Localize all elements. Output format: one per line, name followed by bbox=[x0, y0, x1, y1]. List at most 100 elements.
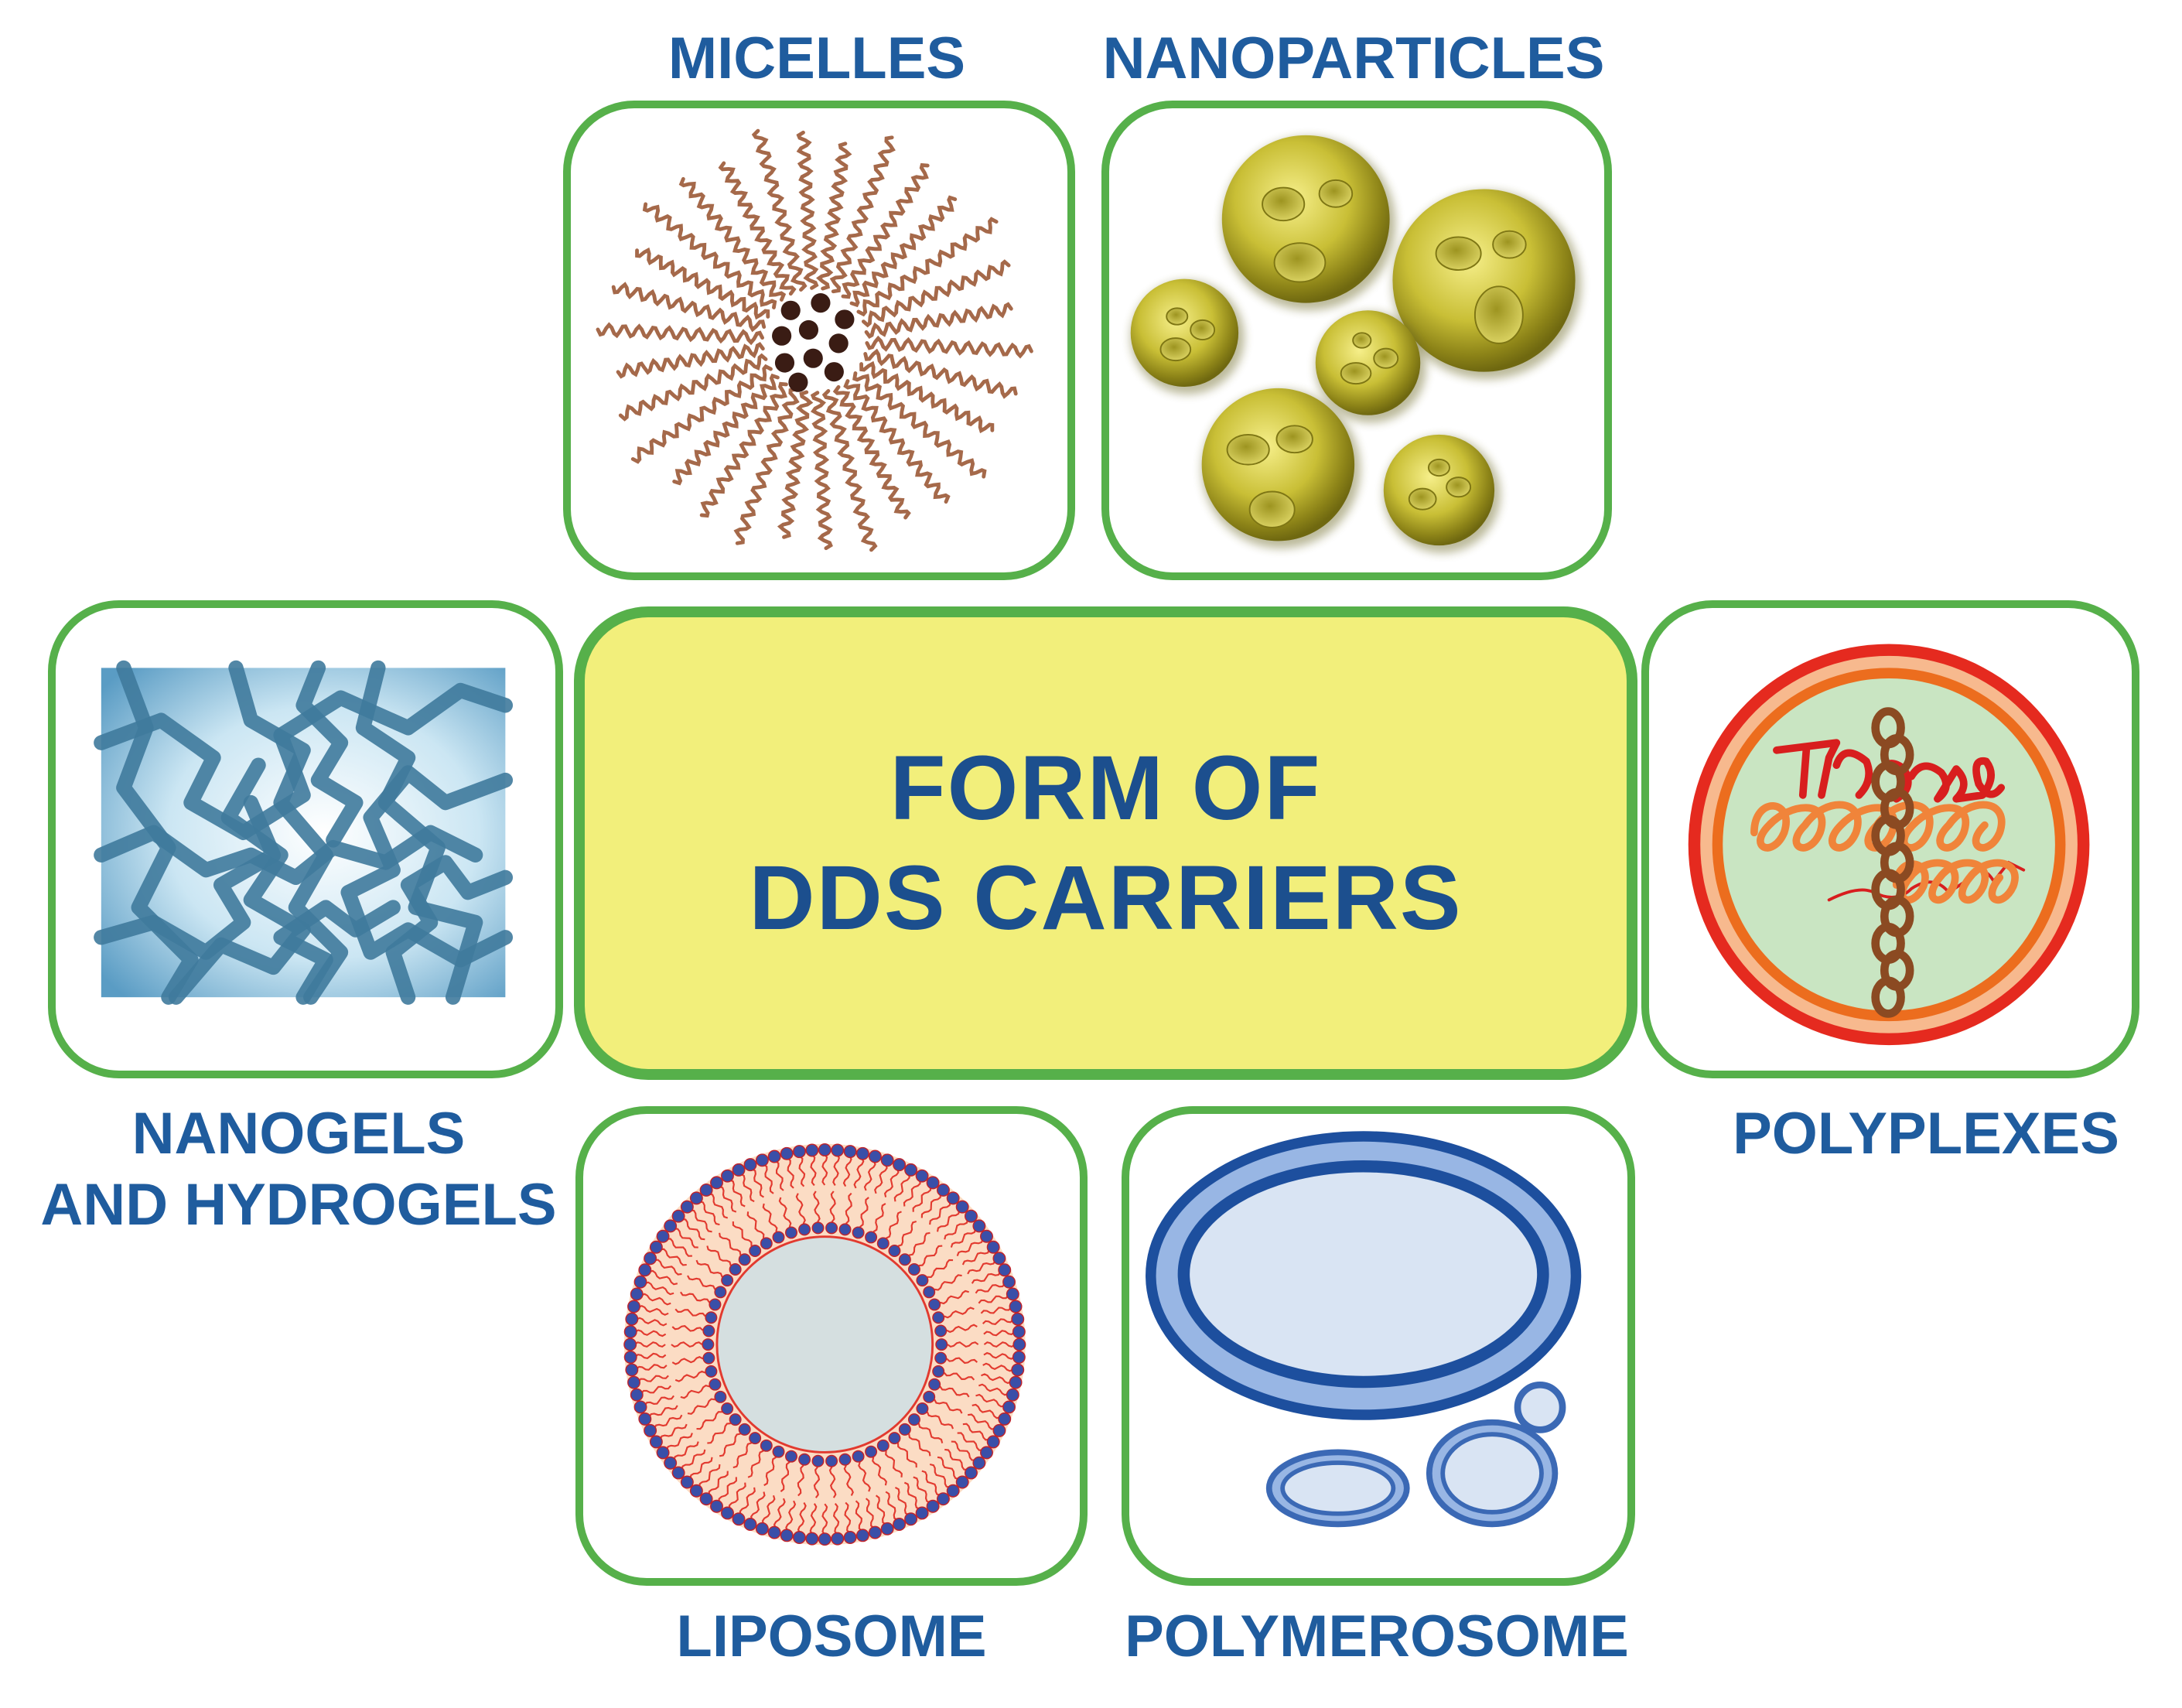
lipid-tail bbox=[640, 1385, 672, 1395]
lipid-tail bbox=[903, 1481, 920, 1510]
lipid-head bbox=[893, 1518, 907, 1531]
lipid-tail bbox=[681, 1218, 705, 1241]
lipid-tail bbox=[897, 1220, 917, 1247]
lipid-tail bbox=[761, 1494, 776, 1525]
lipid-tail bbox=[913, 1476, 931, 1504]
lipid-head bbox=[1002, 1400, 1016, 1414]
lipid-tail bbox=[893, 1173, 910, 1202]
lipid-head bbox=[831, 1532, 845, 1546]
micelle-tail bbox=[699, 381, 788, 518]
lipid-tail bbox=[975, 1393, 1006, 1408]
lipid-tail bbox=[946, 1357, 978, 1365]
lipid-tail bbox=[934, 1274, 962, 1291]
nanoparticle-pore bbox=[1275, 425, 1313, 454]
lipid-tail bbox=[719, 1185, 737, 1213]
lipid-tail bbox=[740, 1173, 755, 1203]
micelle-core-dot bbox=[811, 293, 831, 313]
lipid-tail bbox=[929, 1201, 951, 1225]
lipid-tail bbox=[843, 1464, 854, 1496]
lipid-head bbox=[627, 1375, 640, 1389]
lipid-tail bbox=[732, 1221, 753, 1246]
lipid-tail bbox=[687, 1275, 716, 1290]
lipid-tail bbox=[787, 1157, 794, 1189]
lipid-head bbox=[876, 1237, 890, 1250]
gel-strand bbox=[228, 660, 349, 1005]
center-box: FORM OF DDS CARRIERS bbox=[574, 606, 1637, 1080]
lipid-head bbox=[992, 1423, 1006, 1437]
label-nanoparticles: NANOPARTICLES bbox=[1102, 26, 1605, 91]
lipid-head bbox=[644, 1252, 657, 1266]
micelle-tail bbox=[843, 379, 951, 504]
lipid-head bbox=[710, 1176, 723, 1190]
lipid-tail bbox=[750, 1491, 766, 1521]
micelle-tail bbox=[618, 353, 768, 422]
lipid-tail bbox=[674, 1308, 706, 1317]
micelle-core-dot bbox=[824, 362, 844, 382]
micelle-tail bbox=[829, 135, 896, 294]
lipid-head bbox=[638, 1263, 652, 1277]
lipid-head bbox=[805, 1532, 819, 1546]
lipid-head bbox=[904, 1163, 918, 1177]
lipid-head bbox=[936, 1183, 950, 1197]
gel-strand bbox=[385, 855, 514, 1005]
lipid-tail bbox=[844, 1501, 852, 1534]
lipid-tail bbox=[795, 1193, 806, 1225]
micelle-tail bbox=[777, 390, 814, 539]
lipid-tail bbox=[706, 1245, 732, 1266]
micelle-tail bbox=[816, 142, 852, 291]
nanoparticle-pore bbox=[1166, 307, 1189, 326]
lipid-head bbox=[714, 1286, 727, 1299]
micelle-tail bbox=[832, 384, 911, 520]
liposome-tile bbox=[575, 1106, 1088, 1586]
nanoparticle bbox=[1130, 278, 1239, 387]
lipid-tail bbox=[872, 1457, 887, 1486]
lipid-head bbox=[855, 1146, 869, 1160]
lipid-tail bbox=[654, 1259, 682, 1276]
nanoparticle bbox=[1392, 189, 1576, 372]
lipid-tail bbox=[971, 1403, 1001, 1419]
lipid-head bbox=[907, 1263, 920, 1276]
lipid-tail bbox=[637, 1375, 669, 1382]
lipid-tail bbox=[633, 1341, 666, 1348]
nanoparticles-illustration bbox=[1130, 135, 1582, 553]
lipid-head bbox=[843, 1531, 857, 1544]
gel-strand bbox=[295, 660, 364, 848]
lipid-head bbox=[656, 1446, 670, 1460]
lipid-head bbox=[946, 1191, 960, 1205]
micelle-core-dot bbox=[803, 348, 823, 368]
polyplexes-tile bbox=[1641, 600, 2139, 1078]
lipid-tail bbox=[775, 1160, 784, 1191]
nanoparticle-pore bbox=[1190, 319, 1216, 340]
lipid-head bbox=[915, 1169, 929, 1183]
polyplex-illustration bbox=[1688, 644, 2090, 1046]
lipid-head bbox=[738, 1423, 751, 1436]
lipid-tail bbox=[797, 1464, 804, 1497]
lipid-head bbox=[805, 1143, 819, 1157]
lipid-tail bbox=[946, 1324, 978, 1334]
lipid-tail bbox=[908, 1433, 931, 1457]
lipid-tail bbox=[821, 1503, 828, 1535]
micelle-tail bbox=[678, 176, 787, 302]
lipid-head bbox=[898, 1423, 911, 1436]
lipid-head bbox=[998, 1263, 1012, 1277]
lipid-head bbox=[852, 1226, 865, 1239]
lipid-head bbox=[880, 1522, 894, 1535]
lipid-head bbox=[928, 1378, 941, 1391]
polyplex-chain-link bbox=[1871, 976, 1905, 1018]
lipid-head bbox=[1011, 1363, 1025, 1377]
label-polyplexes: POLYPLEXES bbox=[1733, 1101, 2119, 1167]
lipid-tail bbox=[885, 1450, 903, 1477]
lipid-head bbox=[633, 1400, 647, 1414]
lipid-head bbox=[964, 1209, 978, 1223]
lipid-tail bbox=[832, 1154, 841, 1186]
label-polymerosome: POLYMEROSOME bbox=[1125, 1604, 1629, 1669]
nanoparticle-pore bbox=[1226, 433, 1270, 466]
gel-strand bbox=[340, 765, 514, 968]
lipid-head bbox=[923, 1390, 936, 1403]
lipid-tail bbox=[981, 1373, 1012, 1385]
lipid-tail bbox=[634, 1329, 667, 1337]
lipid-tail bbox=[709, 1193, 729, 1219]
lipid-head bbox=[1012, 1351, 1026, 1364]
lipid-tail bbox=[708, 1471, 729, 1496]
lipid-tail bbox=[671, 1341, 703, 1348]
